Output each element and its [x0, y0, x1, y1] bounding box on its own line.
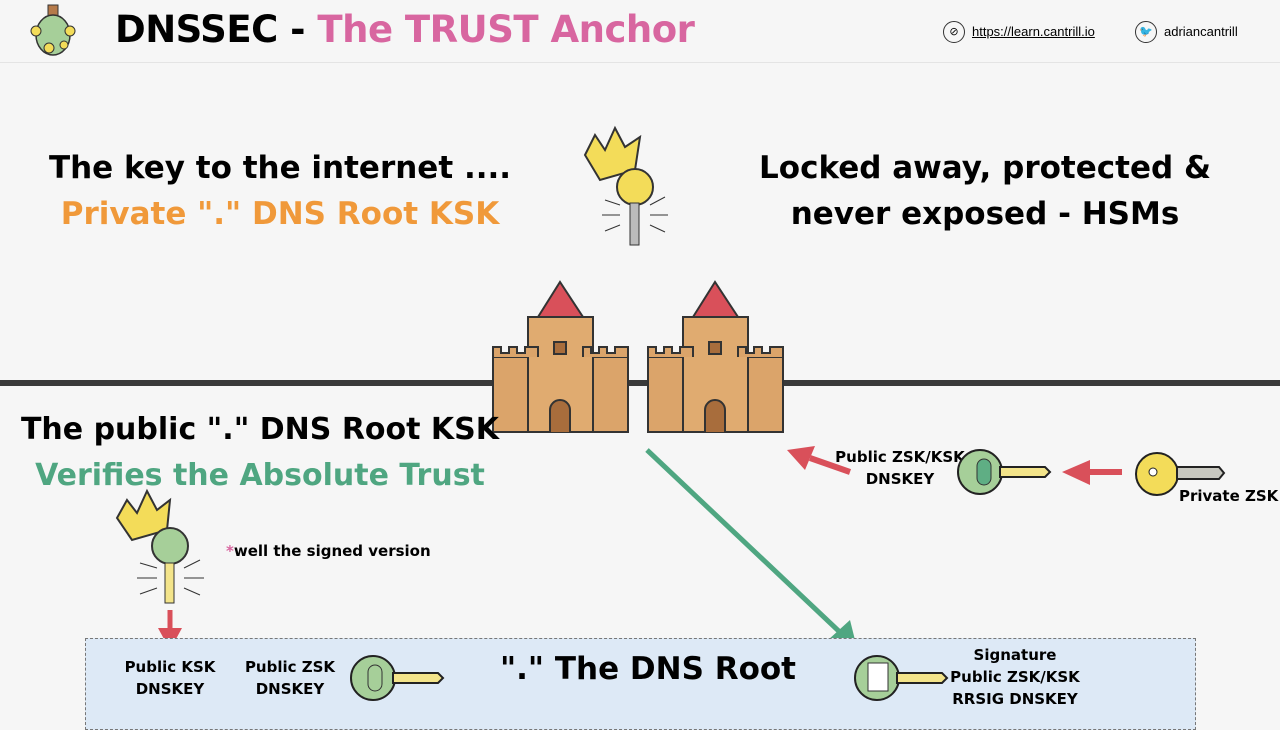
title-prefix: DNSSEC -: [115, 8, 318, 51]
public-zsk-key-icon: [350, 655, 445, 701]
private-key-yellow-icon: [1135, 452, 1226, 496]
left-line2: Private "." DNS Root KSK: [60, 196, 500, 232]
green-arrow: [645, 448, 847, 639]
footnote-text: well the signed version: [233, 542, 431, 560]
ksk-label1: Public KSK: [124, 658, 216, 676]
right-line1: Locked away, protected &: [759, 150, 1211, 186]
twitter-handle[interactable]: adriancantrill: [1164, 24, 1238, 39]
crown-key-green-icon: [115, 488, 204, 604]
left-line1: The key to the internet ....: [48, 150, 512, 186]
public-ksk-text: The public "." DNS Root KSK Verifies the…: [10, 407, 510, 499]
zsk-label2: DNSKEY: [255, 680, 325, 698]
key-to-internet-text: The key to the internet .... Private "."…: [40, 145, 520, 237]
red-arrowhead-left-top: [787, 446, 815, 470]
title-highlight: The TRUST Anchor: [317, 8, 695, 51]
signature-key-icon: [854, 655, 949, 701]
zsk-label1: Public ZSK: [244, 658, 336, 676]
right-line2: never exposed - HSMs: [790, 196, 1180, 232]
locked-away-text: Locked away, protected & never exposed -…: [750, 145, 1220, 237]
middle-line1: The public "." DNS Root KSK: [20, 412, 500, 447]
divider-line: [0, 380, 1280, 386]
public-zsk-dnskey-label: Public ZSK DNSKEY: [240, 656, 340, 700]
sig-label1: Signature: [973, 646, 1057, 664]
signature-label: Signature Public ZSK/KSK RRSIG DNSKEY: [945, 644, 1085, 710]
sig-label2: Public ZSK/KSK: [950, 668, 1080, 686]
twitter-icon: 🐦: [1135, 21, 1157, 43]
public-label1: Public ZSK/KSK: [835, 448, 965, 466]
dns-root-zone: [85, 638, 1196, 730]
sig-label3: RRSIG DNSKEY: [952, 690, 1078, 708]
public-ksk-dnskey-label: Public KSK DNSKEY: [120, 656, 220, 700]
page-title: DNSSEC - The TRUST Anchor: [115, 8, 695, 51]
public-zsk-ksk-label: Public ZSK/KSK DNSKEY: [830, 446, 970, 490]
castles-hsm-icon: [492, 280, 784, 433]
public-label2: DNSKEY: [865, 470, 935, 488]
logo-icon: [30, 4, 76, 56]
private-zsk-label: Private ZSK: [1179, 487, 1279, 505]
public-key-green-icon: [957, 449, 1052, 495]
red-arrowhead-left: [1062, 460, 1090, 485]
website-link[interactable]: https://learn.cantrill.io: [972, 24, 1095, 39]
footnote-star: *: [226, 542, 234, 560]
crown-key-yellow-icon: [583, 125, 668, 246]
header: DNSSEC - The TRUST Anchor ⊘ https://lear…: [0, 0, 1280, 63]
dns-root-title: "." The DNS Root: [500, 651, 796, 687]
middle-line2: Verifies the Absolute Trust: [35, 458, 485, 493]
compass-icon: ⊘: [943, 21, 965, 43]
ksk-label2: DNSKEY: [135, 680, 205, 698]
footnote: *well the signed version: [226, 540, 431, 562]
